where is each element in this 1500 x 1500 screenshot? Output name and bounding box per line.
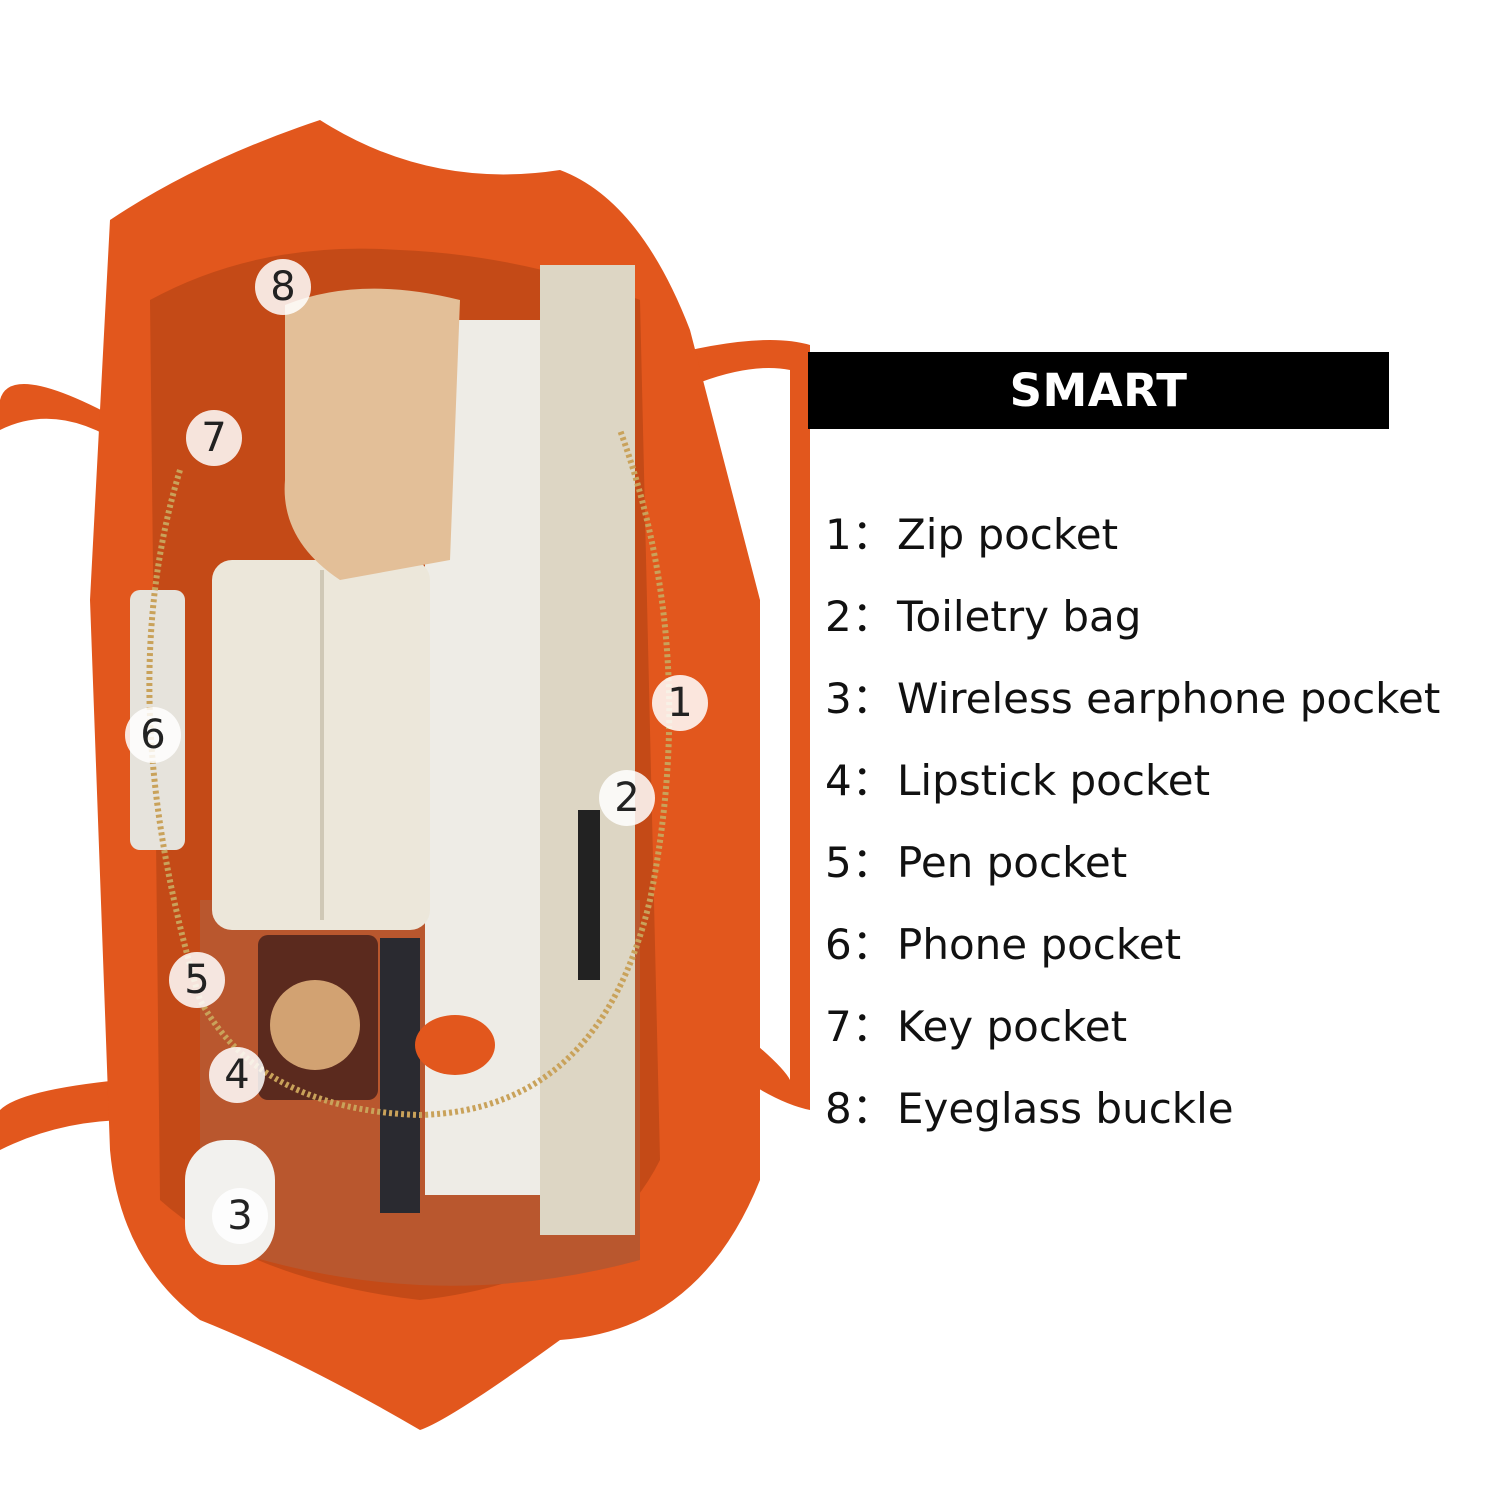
legend-item: 8：Eyeglass buckle <box>825 1079 1440 1161</box>
bag-photo <box>0 120 810 1430</box>
handle-left-top <box>0 384 130 450</box>
legend-item: 6：Phone pocket <box>825 915 1440 997</box>
legend-item: 1：Zip pocket <box>825 505 1440 587</box>
handle-right <box>650 340 810 1110</box>
legend-item: 3：Wireless earphone pocket <box>825 669 1440 751</box>
legend-number: 7： <box>825 1002 894 1051</box>
marker-7: 7 <box>186 410 242 466</box>
marker-8: 8 <box>255 259 311 315</box>
key-pouch <box>284 288 460 580</box>
legend-item: 4：Lipstick pocket <box>825 751 1440 833</box>
feature-legend: 1：Zip pocket 2：Toiletry bag 3：Wireless e… <box>825 505 1440 1161</box>
marker-2: 2 <box>599 770 655 826</box>
legend-label: Lipstick pocket <box>897 756 1211 805</box>
legend-number: 1： <box>825 510 894 559</box>
legend-number: 4： <box>825 756 894 805</box>
legend-number: 8： <box>825 1084 894 1133</box>
legend-number: 6： <box>825 920 894 969</box>
legend-label: Toiletry bag <box>897 592 1142 641</box>
marker-4: 4 <box>209 1047 265 1103</box>
handle-left-bottom <box>0 1080 130 1150</box>
zipper <box>146 428 673 1119</box>
legend-label: Key pocket <box>897 1002 1128 1051</box>
legend-label: Phone pocket <box>897 920 1182 969</box>
book-beige <box>540 265 635 1235</box>
legend-label: Wireless earphone pocket <box>897 674 1441 723</box>
marker-1: 1 <box>652 675 708 731</box>
legend-number: 3： <box>825 674 894 723</box>
section-title: SMART ORGANIZATION <box>808 352 1389 494</box>
legend-number: 2： <box>825 592 894 641</box>
legend-item: 7：Key pocket <box>825 997 1440 1079</box>
legend-label: Eyeglass buckle <box>897 1084 1234 1133</box>
marker-5: 5 <box>169 952 225 1008</box>
legend-label: Zip pocket <box>897 510 1119 559</box>
marker-6: 6 <box>125 707 181 763</box>
marker-3: 3 <box>212 1188 268 1244</box>
legend-label: Pen pocket <box>897 838 1128 887</box>
legend-number: 5： <box>825 838 894 887</box>
legend-item: 5：Pen pocket <box>825 833 1440 915</box>
legend-item: 2：Toiletry bag <box>825 587 1440 669</box>
